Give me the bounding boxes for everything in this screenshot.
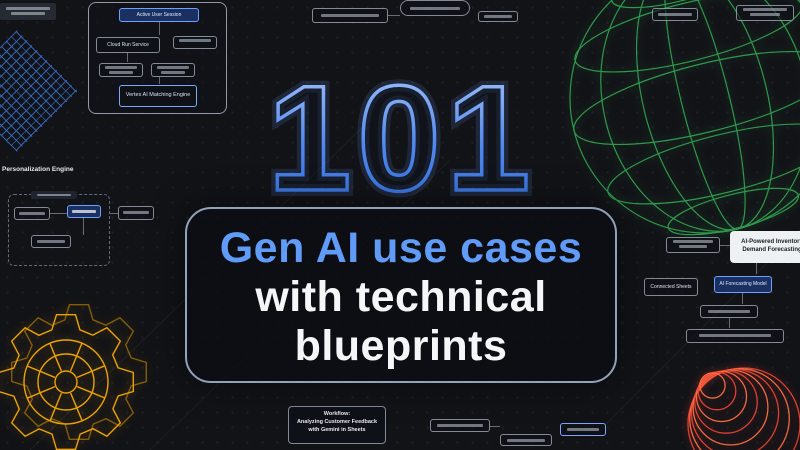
text-placeholder — [105, 66, 137, 69]
title-card: Gen AI use cases with technical blueprin… — [185, 207, 617, 383]
connector — [490, 426, 500, 427]
text-placeholder — [37, 240, 65, 243]
text-placeholder — [19, 212, 45, 215]
text-placeholder — [37, 194, 71, 196]
connector — [127, 53, 128, 62]
text-placeholder — [567, 428, 599, 431]
diagram-node — [500, 434, 552, 446]
workflow-line2: Analyzing Customer Feedback — [296, 418, 378, 425]
diagram-node — [686, 329, 784, 343]
active-user-session-node: Active User Session — [119, 8, 199, 22]
text-placeholder — [658, 13, 692, 16]
diagram-node — [31, 235, 71, 248]
text-placeholder — [673, 240, 713, 243]
demand-forecast-card: AI-Powered Inventory Demand Forecasting — [730, 231, 800, 263]
diagram-node — [478, 11, 518, 22]
architecture-panel: Active User Session Cloud Run Service Ve… — [88, 2, 227, 114]
title-line-3: blueprints — [294, 322, 508, 370]
text-placeholder — [179, 39, 211, 42]
connector — [159, 22, 160, 35]
text-placeholder — [708, 310, 750, 313]
text-placeholder — [161, 71, 185, 74]
text-placeholder — [109, 71, 133, 74]
workflow-line3: with Gemini in Sheets — [308, 426, 366, 433]
vertex-matching-engine-node: Vertex AI Matching Engine — [119, 85, 197, 107]
text-placeholder — [679, 245, 707, 248]
connector — [720, 245, 730, 246]
text-placeholder — [699, 334, 771, 337]
diagram-node — [400, 0, 470, 16]
text-placeholder — [410, 7, 460, 10]
text-placeholder — [6, 7, 50, 10]
text-placeholder — [157, 66, 189, 69]
connected-sheets-node: Connected Sheets — [644, 278, 698, 296]
connector — [388, 15, 400, 16]
personalization-diagram — [8, 191, 110, 266]
text-placeholder — [484, 15, 512, 18]
workflow-card: Workflow: Analyzing Customer Feedback wi… — [288, 406, 386, 444]
hero-number-text: 101 — [268, 54, 536, 222]
diagram-node — [666, 237, 720, 253]
connector — [50, 213, 67, 214]
text-placeholder — [743, 8, 787, 11]
text-placeholder — [437, 424, 483, 427]
text-placeholder — [11, 12, 45, 15]
title-line-2: with technical — [255, 273, 547, 321]
diagram-node — [736, 5, 794, 21]
diagram-node — [312, 8, 388, 23]
connector — [756, 263, 757, 274]
cloud-run-service-node: Cloud Run Service — [96, 37, 160, 53]
diagram-node — [173, 36, 217, 49]
forecast-model-node: AI Forecasting Model — [714, 276, 772, 293]
text-placeholder — [72, 210, 96, 213]
diagram-node — [560, 423, 606, 436]
connector — [110, 213, 118, 214]
connector — [742, 293, 743, 304]
connector — [83, 218, 84, 235]
diagram-node — [99, 63, 143, 77]
left-diagram-title: Personalization Engine — [2, 166, 74, 173]
red-spiral-wireframe — [687, 367, 800, 450]
diagram-node — [67, 205, 101, 218]
text-placeholder — [123, 211, 149, 214]
yellow-gear-wireframe — [0, 304, 147, 450]
diagram-node — [14, 207, 50, 220]
diagram-node — [151, 63, 195, 77]
connector — [729, 318, 730, 328]
connector — [159, 77, 160, 84]
diagram-node — [430, 419, 490, 432]
blue-grid-wireframe — [0, 30, 78, 152]
title-line-1: Gen AI use cases — [219, 224, 583, 272]
corner-note-chip — [0, 3, 56, 20]
text-placeholder — [750, 13, 780, 16]
diagram-node — [700, 305, 758, 318]
group-label-chip — [31, 191, 77, 199]
text-placeholder — [507, 439, 545, 442]
workflow-line1: Workflow: — [323, 411, 351, 417]
diagram-node — [652, 8, 698, 21]
diagram-node — [118, 206, 154, 220]
text-placeholder — [321, 14, 379, 17]
hero-number-glow: 101 — [268, 54, 536, 222]
